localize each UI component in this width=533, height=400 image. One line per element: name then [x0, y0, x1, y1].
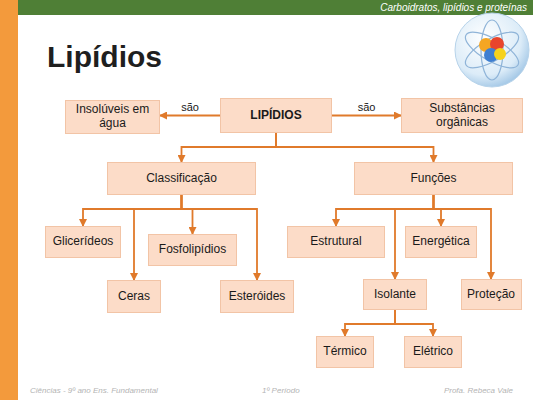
box-label: Proteção [467, 288, 515, 302]
box-label: Substâncias orgânicas [407, 102, 517, 130]
concept-box: Energética [405, 226, 477, 258]
connector [83, 195, 182, 226]
concept-box: Térmico [316, 336, 374, 368]
box-label: Glicerídeos [53, 235, 114, 249]
box-label: Classificação [146, 172, 217, 186]
concept-box: LIPÍDIOS [220, 98, 332, 133]
side-bar [0, 0, 18, 400]
slide-title: Lipídios [47, 40, 162, 74]
atom-icon [455, 13, 529, 87]
header-bar [18, 0, 533, 15]
footer-text: 1º Período [262, 386, 300, 395]
box-label: Elétrico [413, 345, 453, 359]
concept-box: Estrutural [287, 226, 385, 258]
connector [276, 133, 434, 162]
footer-text: Ciências - 9º ano Ens. Fundamental [30, 386, 158, 395]
footer-text: Profa. Rebeca Vale [444, 386, 513, 395]
concept-box: Ceras [107, 280, 161, 313]
box-label: LIPÍDIOS [250, 109, 301, 123]
box-label: Térmico [323, 345, 366, 359]
box-label: Esteróides [229, 290, 286, 304]
concept-box: Classificação [107, 162, 256, 195]
concept-box: Isolante [363, 279, 427, 310]
box-label: Insolúveis em água [71, 103, 154, 131]
concept-box: Substâncias orgânicas [401, 98, 523, 133]
concept-box: Insolúveis em água [65, 100, 160, 134]
edge-label: são [356, 101, 378, 113]
box-label: Isolante [374, 288, 416, 302]
connector [345, 310, 395, 336]
connector [434, 195, 442, 226]
connector [332, 115, 401, 117]
box-label: Estrutural [310, 235, 361, 249]
connector [336, 195, 434, 226]
box-label: Energética [412, 235, 469, 249]
concept-box: Funções [354, 162, 513, 195]
edge-label: são [179, 101, 201, 113]
connector [160, 115, 220, 117]
concept-box: Proteção [461, 279, 522, 310]
concept-box: Glicerídeos [45, 226, 121, 258]
concept-box: Elétrico [404, 336, 462, 368]
concept-box: Esteróides [220, 280, 294, 313]
box-label: Funções [410, 172, 456, 186]
box-label: Fosfolipídios [159, 243, 226, 257]
concept-box: Fosfolipídios [148, 234, 237, 266]
connector [182, 133, 277, 162]
connector [395, 310, 433, 336]
box-label: Ceras [118, 290, 150, 304]
header-text: Carboidratos, lipídios e proteínas [380, 0, 527, 15]
connector [182, 195, 193, 234]
